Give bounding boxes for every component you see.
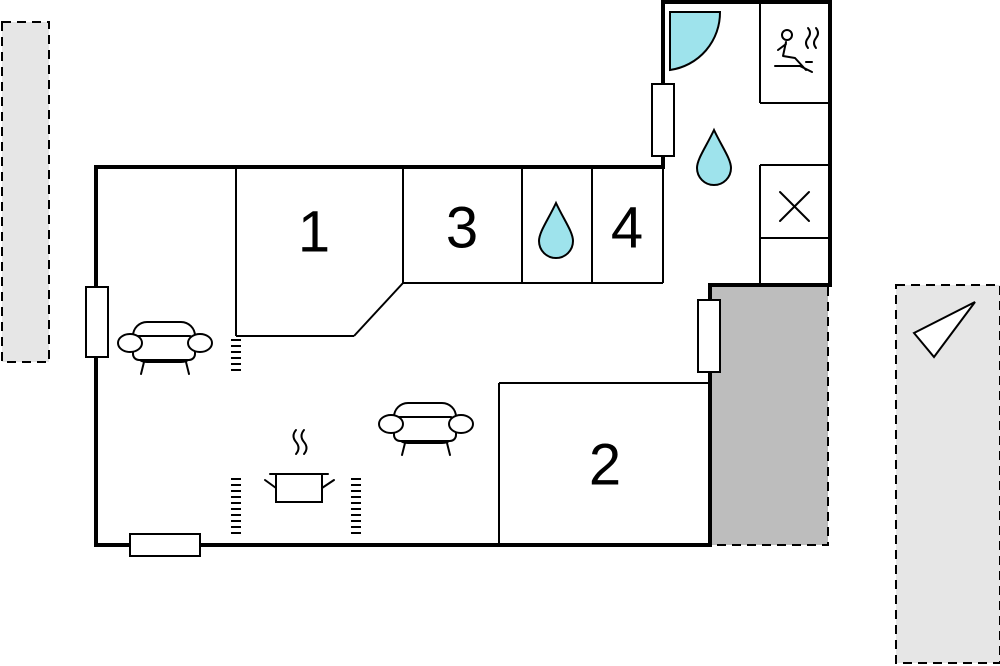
room-number-3: 3 [446, 196, 478, 261]
shower-icon [669, 11, 722, 72]
water-drop-icon [537, 200, 575, 259]
sofa-icon [378, 402, 474, 456]
compass-arrow-icon [912, 301, 976, 359]
sauna-icon [774, 27, 819, 73]
window-icon [697, 299, 721, 373]
room-number-4: 4 [611, 196, 643, 261]
outdoor-area-left [1, 21, 50, 363]
window-icon [85, 286, 109, 358]
stairs-icon [351, 478, 361, 534]
sofa-icon [117, 321, 213, 375]
stairs-icon [231, 478, 241, 534]
terrace [709, 284, 829, 546]
stairs-icon [231, 339, 241, 371]
water-drop-icon [695, 127, 733, 186]
room-number-2: 2 [589, 433, 621, 498]
window-icon [129, 533, 201, 557]
kitchen-pot-icon [264, 429, 335, 503]
outdoor-area-right [895, 284, 1000, 664]
window-icon [651, 83, 675, 157]
room-number-1: 1 [298, 200, 330, 265]
cross-box-icon [779, 191, 810, 222]
interior-walls [235, 2, 830, 545]
